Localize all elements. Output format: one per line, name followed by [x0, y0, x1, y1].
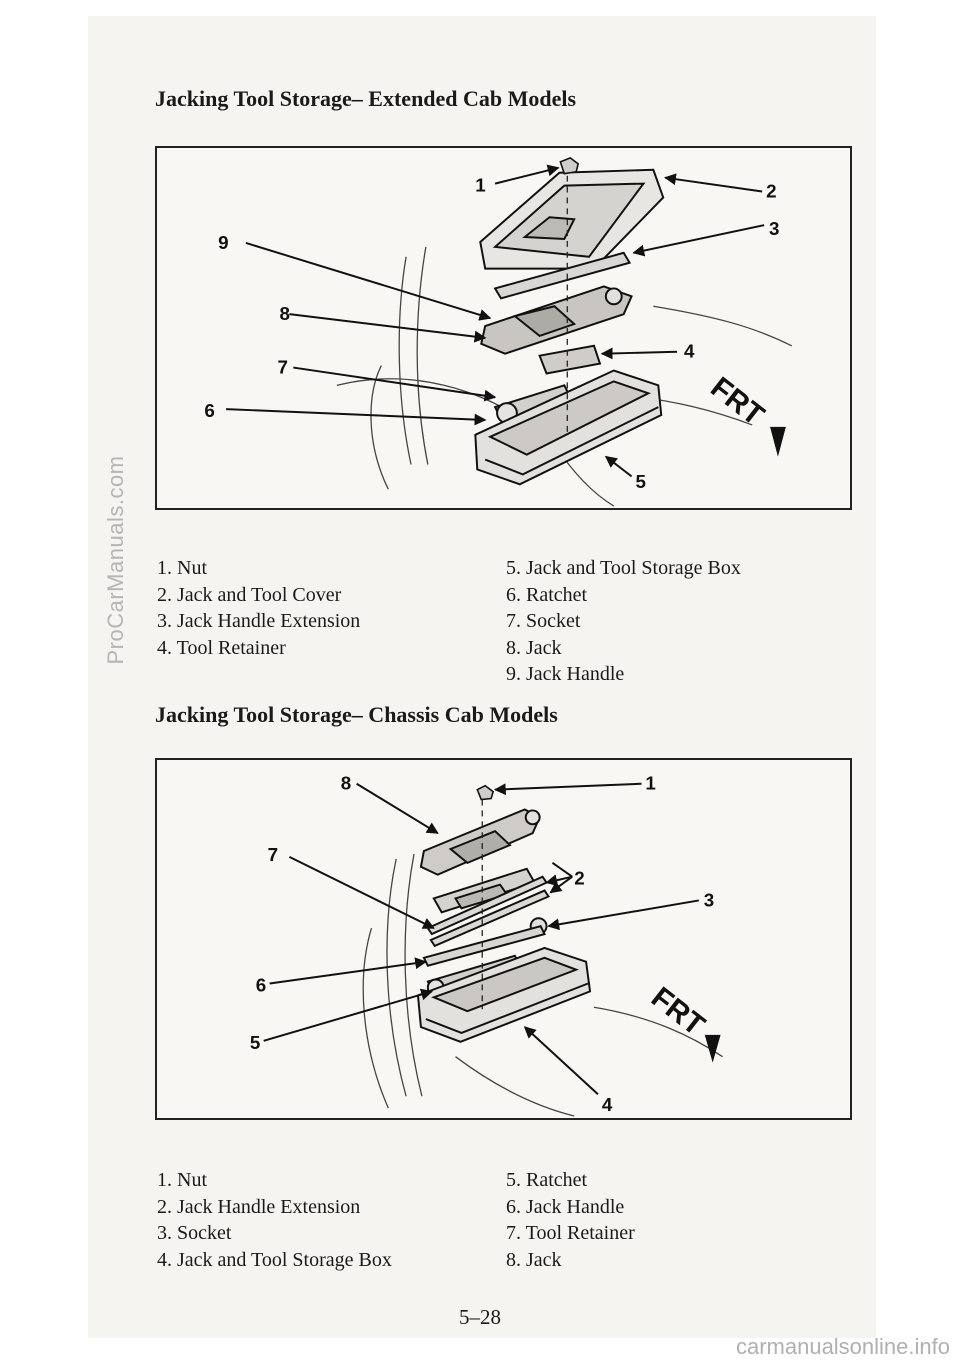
frt-label: FRT [645, 981, 711, 1043]
legend-item: 5. Jack and Tool Storage Box [506, 557, 741, 579]
chassis-cab-illustration: 1 2 3 4 5 6 7 8 FRT [250, 773, 723, 1117]
page-number: 5–28 [459, 1305, 501, 1329]
section-2-legend-right: 5. Ratchet 6. Jack Handle 7. Tool Retain… [506, 1167, 635, 1273]
callout-5: 5 [636, 471, 646, 492]
legend-item: 5. Ratchet [506, 1169, 588, 1191]
frt-label: FRT [704, 371, 770, 433]
jack-part [419, 808, 541, 876]
chassis-cab-diagram: 1 2 3 4 5 6 7 8 FRT [155, 758, 852, 1120]
nut-part [559, 156, 580, 175]
legend-item: 1. Nut [157, 557, 207, 579]
callout-5: 5 [250, 1032, 260, 1053]
nut-part [476, 784, 495, 801]
bottom-watermark: carmanualsonline.info [735, 1334, 950, 1359]
callout-6: 6 [256, 974, 266, 995]
tool-retainer [538, 344, 602, 375]
front-arrow-icon [704, 1034, 721, 1063]
callout-leaders [263, 782, 699, 1095]
jack-part [480, 285, 633, 355]
callout-3: 3 [704, 889, 714, 910]
callout-leaders [226, 164, 765, 478]
storage-box [474, 369, 663, 486]
callout-8: 8 [279, 303, 289, 324]
section-1-legend-right: 5. Jack and Tool Storage Box 6. Ratchet … [506, 555, 741, 688]
jack-tool-cover [479, 168, 665, 270]
legend-item: 9. Jack Handle [506, 663, 625, 685]
callout-2: 2 [574, 868, 584, 889]
legend-item: 4. Tool Retainer [157, 636, 286, 659]
legend-item: 6. Ratchet [506, 583, 588, 606]
callout-4: 4 [602, 1094, 613, 1115]
truck-body-lines [336, 246, 793, 507]
front-direction-indicator: FRT [645, 981, 711, 1043]
legend-item: 4. Jack and Tool Storage Box [157, 1248, 392, 1271]
legend-item: 8. Jack [506, 636, 562, 659]
extended-cab-illustration: 1 2 3 4 5 6 7 8 9 FRT [204, 156, 793, 507]
section-2-title: Jacking Tool Storage– Chassis Cab Models [155, 702, 558, 727]
side-watermark: ProCarManuals.com [103, 455, 128, 665]
callout-7: 7 [278, 356, 288, 377]
callout-1: 1 [475, 175, 485, 196]
callout-9: 9 [218, 232, 228, 253]
jack-handle-extension [493, 251, 632, 300]
legend-item: 7. Tool Retainer [506, 1222, 635, 1244]
legend-item: 1. Nut [157, 1169, 207, 1191]
callout-4: 4 [684, 341, 695, 362]
callout-7: 7 [268, 844, 278, 865]
legend-item: 7. Socket [506, 610, 581, 632]
callout-8: 8 [341, 773, 351, 794]
legend-item: 6. Jack Handle [506, 1195, 625, 1218]
extended-cab-diagram: 1 2 3 4 5 6 7 8 9 FRT [155, 146, 852, 510]
legend-item: 2. Jack Handle Extension [157, 1195, 361, 1218]
legend-item: 3. Jack Handle Extension [157, 610, 361, 632]
callout-3: 3 [769, 218, 779, 239]
section-1-legend-left: 1. Nut 2. Jack and Tool Cover 3. Jack Ha… [157, 555, 360, 661]
jack-handle-extension [426, 875, 550, 948]
callout-1: 1 [645, 773, 655, 794]
legend-item: 8. Jack [506, 1248, 562, 1271]
front-direction-indicator: FRT [704, 371, 770, 433]
callout-2: 2 [766, 180, 776, 201]
legend-item: 3. Socket [157, 1222, 232, 1244]
section-2-legend-left: 1. Nut 2. Jack Handle Extension 3. Socke… [157, 1167, 392, 1273]
legend-item: 2. Jack and Tool Cover [157, 583, 342, 606]
front-arrow-icon [770, 426, 786, 457]
callout-6: 6 [204, 400, 214, 421]
storage-box [416, 946, 592, 1043]
section-1-title: Jacking Tool Storage– Extended Cab Model… [155, 86, 577, 111]
